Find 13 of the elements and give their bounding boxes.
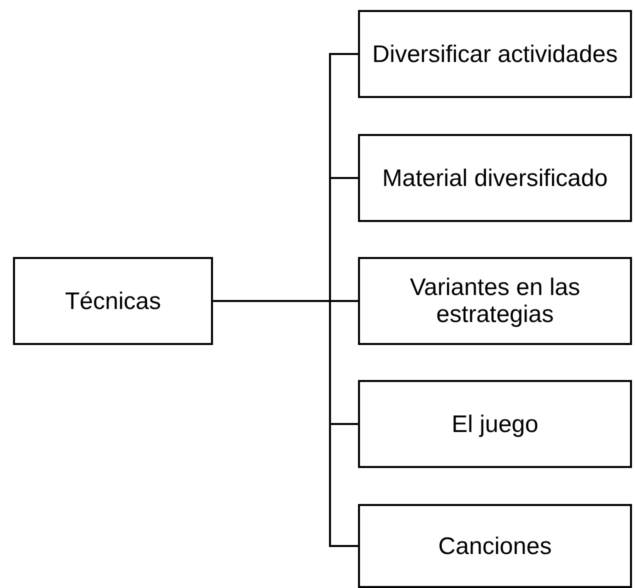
process-box — [358, 10, 632, 98]
box-label: Material diversificado — [382, 164, 608, 192]
box-label: Variantes en las estrategias — [408, 274, 582, 328]
box-label: Técnicas — [64, 288, 162, 314]
process-box — [13, 257, 213, 345]
process-box — [358, 504, 632, 588]
process-box — [358, 257, 632, 345]
box-label: El juego — [452, 410, 538, 438]
box-label: Diversificar actividades — [372, 40, 618, 68]
connector-line — [213, 300, 358, 547]
box-label: Canciones — [438, 532, 552, 560]
process-box — [358, 134, 632, 222]
process-box — [358, 380, 632, 468]
